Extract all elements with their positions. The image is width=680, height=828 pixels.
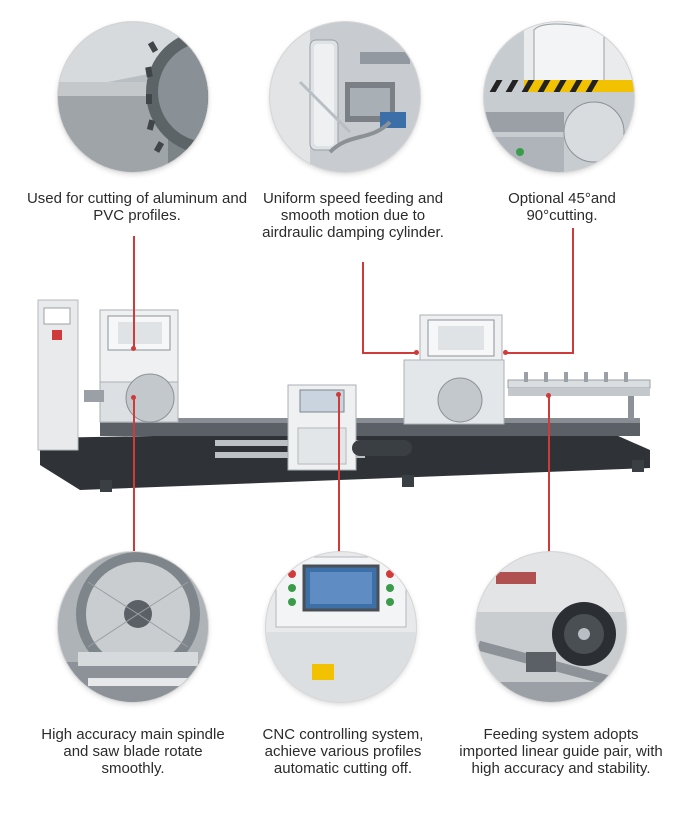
callout-dot-cutting-angle — [503, 350, 508, 355]
feature-image-spindle — [58, 552, 208, 702]
callout-line-cutting-aluminum — [133, 236, 135, 348]
callout-dot-cutting-aluminum — [131, 346, 136, 351]
feature-caption-damping-cylinder: Uniform speed feeding and smooth motion … — [262, 190, 444, 241]
feature-caption-feeding: Feeding system adopts imported linear gu… — [459, 726, 663, 777]
feature-caption-spindle: High accuracy main spindle and saw blade… — [41, 726, 225, 777]
callout-line-cutting-angle-h — [506, 352, 574, 354]
callout-line-spindle — [133, 397, 135, 555]
feature-caption-cnc: CNC controlling system, achieve various … — [262, 726, 424, 777]
feature-caption-cutting-angle: Optional 45°and 90°cutting. — [508, 190, 616, 224]
callout-dot-damping-cylinder — [414, 350, 419, 355]
feature-image-cutting-angle — [484, 22, 634, 172]
feature-caption-cutting-aluminum: Used for cutting of aluminum and PVC pro… — [26, 190, 248, 224]
feature-image-saw-blade — [58, 22, 208, 172]
callout-line-feeding — [548, 395, 550, 552]
callout-line-cutting-angle-v — [572, 228, 574, 354]
callout-line-damping-cylinder-v — [362, 262, 364, 354]
feature-image-linear-guide — [476, 552, 626, 702]
feature-image-cnc-panel — [266, 552, 416, 702]
machine-illustration — [37, 299, 651, 492]
callout-line-cnc — [338, 394, 340, 554]
feature-image-damping-cylinder — [270, 22, 420, 172]
callout-line-damping-cylinder-h — [362, 352, 416, 354]
